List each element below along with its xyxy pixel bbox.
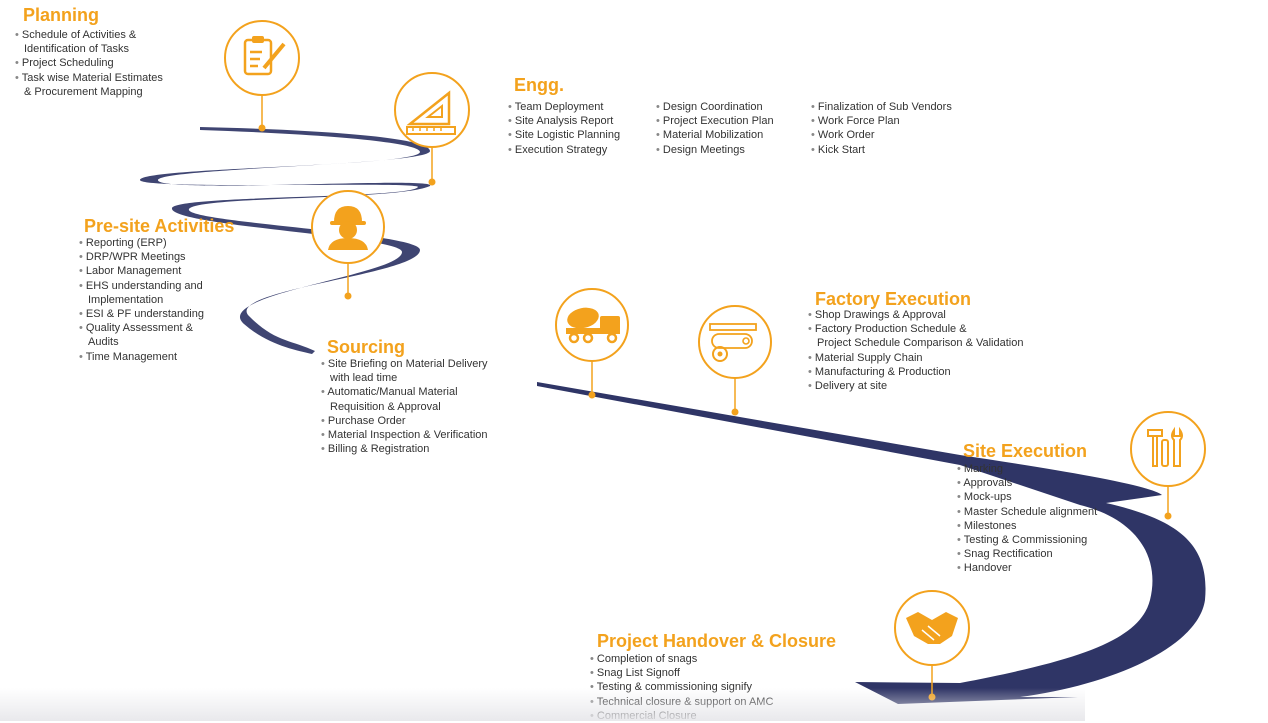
concrete-mixer-truck-icon <box>555 288 629 362</box>
list-item: Implementation <box>88 293 164 306</box>
stage-title-sourcing: Sourcing <box>327 337 406 357</box>
list-item: • Handover <box>957 562 1012 575</box>
connector-dot <box>428 178 436 186</box>
tools-icon <box>1130 411 1206 487</box>
list-item: • Snag Rectification <box>957 548 1053 561</box>
connector-dot <box>731 408 739 416</box>
list-item: • Site Analysis Report <box>508 115 614 128</box>
list-item: with lead time <box>330 372 398 385</box>
engg-list-col2: • Design Coordination • Project Executio… <box>656 100 774 157</box>
list-item: • Task wise Material Estimates <box>15 71 163 84</box>
list-item: • Labor Management <box>79 265 182 278</box>
list-item: Requisition & Approval <box>330 400 441 413</box>
list-item: • Reporting (ERP) <box>79 237 167 249</box>
stage-title-planning: Planning <box>23 5 99 25</box>
list-item: • Milestones <box>957 519 1017 532</box>
worker-helmet-icon <box>311 190 385 264</box>
engg-list-col3: • Finalization of Sub Vendors • Work For… <box>811 100 952 157</box>
list-item: • Approvals <box>957 477 1013 490</box>
site-list: • Marking • Approvals • Mock-ups • Maste… <box>957 462 1097 576</box>
engg-list-col1: • Team Deployment • Site Analysis Report… <box>508 100 620 157</box>
stage-title-handover: Project Handover & Closure <box>597 631 837 651</box>
list-item: & Procurement Mapping <box>24 85 143 98</box>
list-item: Audits <box>88 336 119 349</box>
list-item: • Material Mobilization <box>656 129 764 142</box>
connector-dot <box>1164 512 1172 520</box>
conveyor-gear-icon <box>698 305 772 379</box>
list-item: • Work Force Plan <box>811 115 900 128</box>
list-item: Identification of Tasks <box>24 43 129 56</box>
presite-list: • Reporting (ERP) • DRP/WPR Meetings • L… <box>79 236 204 364</box>
list-item: • Schedule of Activities & <box>15 29 137 41</box>
list-item: • EHS understanding and <box>79 279 203 292</box>
list-item: • Design Meetings <box>656 143 745 156</box>
list-item: • Kick Start <box>811 143 865 156</box>
road-path <box>140 127 431 354</box>
list-item: • Automatic/Manual Material <box>321 386 458 399</box>
list-item: • Testing & Commissioning <box>957 534 1088 547</box>
list-item: • DRP/WPR Meetings <box>79 251 186 264</box>
stage-title-engg: Engg. <box>514 75 564 95</box>
connector-dot <box>928 693 936 701</box>
list-item: Project Schedule Comparison & Validation <box>817 337 1024 350</box>
list-item: • Testing & commissioning signify <box>590 681 753 694</box>
handover-list: • Completion of snags • Snag List Signof… <box>590 652 773 723</box>
road-path <box>537 382 1206 704</box>
list-item: • ESI & PF understanding <box>79 308 204 321</box>
stage-title-presite: Pre-site Activities <box>84 216 235 236</box>
list-item: • Finalization of Sub Vendors <box>811 101 952 113</box>
list-item: • Master Schedule alignment <box>957 505 1098 518</box>
list-item: • Technical closure & support on AMC <box>590 695 774 708</box>
list-item: • Completion of snags <box>590 653 698 665</box>
stage-title-factory: Factory Execution <box>815 289 972 309</box>
sourcing-list: • Site Briefing on Material Delivery wit… <box>321 357 488 456</box>
list-item: • Billing & Registration <box>321 443 430 456</box>
set-square-ruler-icon <box>394 72 470 148</box>
planning-list: • Schedule of Activities & Identificatio… <box>15 28 163 99</box>
list-item: • Execution Strategy <box>508 143 608 156</box>
list-item: • Purchase Order <box>321 414 406 427</box>
list-item: • Mock-ups <box>957 491 1012 504</box>
list-item: • Factory Production Schedule & <box>808 323 967 336</box>
stage-title-site: Site Execution <box>963 441 1088 461</box>
list-item: • Shop Drawings & Approval <box>808 309 946 321</box>
list-item: • Marking <box>957 463 1004 475</box>
list-item: • Time Management <box>79 350 178 363</box>
list-item: • Team Deployment <box>508 101 604 113</box>
list-item: • Project Scheduling <box>15 57 114 70</box>
list-item: • Design Coordination <box>656 101 763 113</box>
factory-list: • Shop Drawings & Approval • Factory Pro… <box>808 308 1023 393</box>
list-item: • Quality Assessment & <box>79 322 193 335</box>
list-item: • Work Order <box>811 129 875 142</box>
list-item: • Snag List Signoff <box>590 667 680 680</box>
list-item: • Delivery at site <box>808 380 888 393</box>
list-item: • Material Inspection & Verification <box>321 429 488 442</box>
connector-dot <box>588 391 596 399</box>
list-item: • Material Supply Chain <box>808 351 923 364</box>
list-item: • Project Execution Plan <box>656 115 774 128</box>
connector-dot <box>258 124 266 132</box>
clipboard-pen-icon <box>224 20 300 96</box>
handshake-icon <box>894 590 970 666</box>
connector-dot <box>344 292 352 300</box>
list-item: • Site Briefing on Material Delivery <box>321 358 488 370</box>
list-item: • Site Logistic Planning <box>508 129 621 142</box>
list-item: • Manufacturing & Production <box>808 365 951 378</box>
